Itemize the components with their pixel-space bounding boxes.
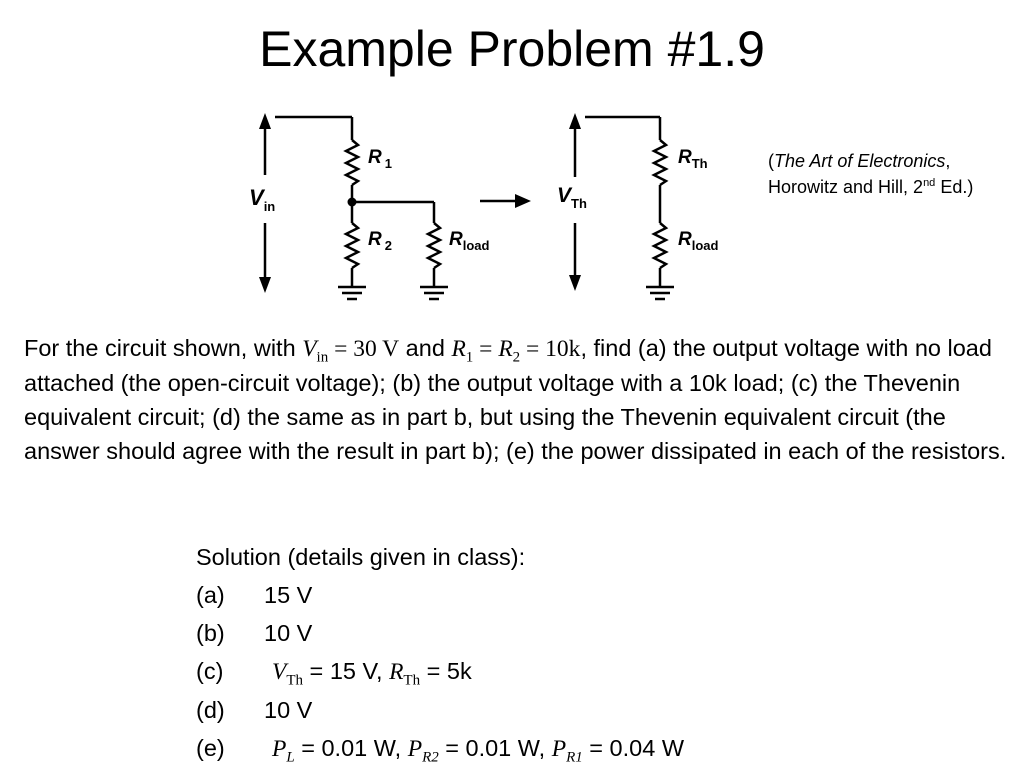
svg-text:VTh: VTh — [557, 184, 587, 211]
solution-d: (d) 10 V — [196, 691, 684, 729]
label-vin-sub: in — [264, 199, 276, 214]
solution-c-r-sub: Th — [403, 672, 421, 689]
label-rth: R — [678, 147, 692, 168]
citation-end: Ed.) — [935, 177, 974, 197]
solution-e-p3-rest: = 0.04 W — [582, 735, 684, 761]
solution-e-p3: P — [551, 736, 567, 762]
math-eq: = — [473, 336, 499, 362]
solution-c-v-sub: Th — [286, 672, 304, 689]
problem-text-1: For the circuit shown, with — [24, 335, 303, 361]
math-r-value: = 10k — [520, 336, 581, 362]
solution-c-v: V — [272, 659, 287, 685]
citation-authors: , Horowitz and Hill, 2 — [768, 151, 951, 197]
math-vin-var: V — [302, 336, 317, 362]
math-resistors: R1 = R2 = 10k — [451, 336, 581, 365]
solution-e: (e) PL = 0.01 W, PR2 = 0.01 W, PR1 = 0.0… — [196, 729, 684, 768]
slide-title: Example Problem #1.9 — [259, 21, 765, 77]
solution-c-label: (c) — [196, 658, 224, 684]
problem-statement: For the circuit shown, with Vin = 30 V a… — [24, 331, 1009, 468]
solution-c-value: VTh = 15 V, RTh = 5k — [264, 652, 472, 691]
svg-text:Vin: Vin — [249, 185, 275, 214]
solution-b-value: 10 V — [264, 620, 313, 646]
solution-e-p3-sub: R1 — [566, 749, 583, 766]
math-r2-var: R — [498, 336, 513, 362]
label-vin: V — [249, 185, 266, 210]
solution-c-r: R — [389, 659, 404, 685]
solution-e-p2-sub: R2 — [422, 749, 439, 766]
label-vth-sub: Th — [571, 196, 587, 211]
solution-e-p2-rest: = 0.01 W, — [438, 735, 552, 761]
solution-d-value: 10 V — [264, 697, 313, 723]
label-r2-sub: 2 — [385, 238, 392, 253]
label-rload-left-sub: load — [463, 238, 490, 253]
svg-text:RTh: RTh — [678, 147, 708, 171]
math-vin: Vin = 30 V — [302, 336, 400, 365]
solution-c-r-rest: = 5k — [420, 658, 472, 684]
solution-b-label: (b) — [196, 620, 225, 646]
math-vin-value: = 30 V — [328, 336, 400, 362]
math-r1-var: R — [451, 336, 466, 362]
solution-c-v-rest: = 15 V, — [303, 658, 390, 684]
solution-b: (b) 10 V — [196, 614, 684, 652]
math-vin-sub: in — [316, 349, 329, 366]
citation-book-title: The Art of Electronics — [774, 151, 946, 171]
label-r2: R — [368, 229, 382, 250]
label-r1-sub: 1 — [385, 156, 392, 171]
problem-text-2: and — [399, 335, 452, 361]
citation-open: ( — [768, 151, 774, 171]
problem-text-3: , find (a) the output voltage with no lo… — [24, 335, 1007, 464]
svg-text:Rload: Rload — [678, 229, 719, 253]
label-rth-sub: Th — [692, 156, 708, 171]
solution-e-label: (e) — [196, 735, 225, 761]
solution-a-value: 15 V — [264, 582, 313, 608]
label-vth: V — [557, 184, 573, 207]
math-r1-sub: 1 — [465, 349, 474, 366]
solution-d-label: (d) — [196, 697, 225, 723]
solution-c: (c) VTh = 15 V, RTh = 5k — [196, 652, 684, 691]
label-rload-left: R — [449, 229, 463, 250]
solution-e-value: PL = 0.01 W, PR2 = 0.01 W, PR1 = 0.04 W — [264, 729, 684, 768]
citation-note: (The Art of Electronics, Horowitz and Hi… — [768, 148, 1013, 200]
solution-e-p2: P — [407, 736, 423, 762]
label-r1: R — [368, 147, 382, 168]
svg-text:Rload: Rload — [449, 229, 490, 253]
solution-block: Solution (details given in class): (a) 1… — [196, 538, 684, 768]
label-rload-right-sub: load — [692, 238, 719, 253]
solution-e-p1: P — [272, 736, 287, 762]
svg-text:R2: R2 — [368, 229, 392, 253]
solution-a: (a) 15 V — [196, 576, 684, 614]
label-rload-right: R — [678, 229, 692, 250]
citation-sup: nd — [923, 177, 936, 189]
solution-e-p1-sub: L — [286, 749, 295, 766]
svg-text:R1: R1 — [368, 147, 392, 171]
solution-a-label: (a) — [196, 582, 225, 608]
solution-heading: Solution (details given in class): — [196, 544, 526, 570]
solution-e-p1-rest: = 0.01 W, — [294, 735, 408, 761]
math-r2-sub: 2 — [512, 349, 521, 366]
